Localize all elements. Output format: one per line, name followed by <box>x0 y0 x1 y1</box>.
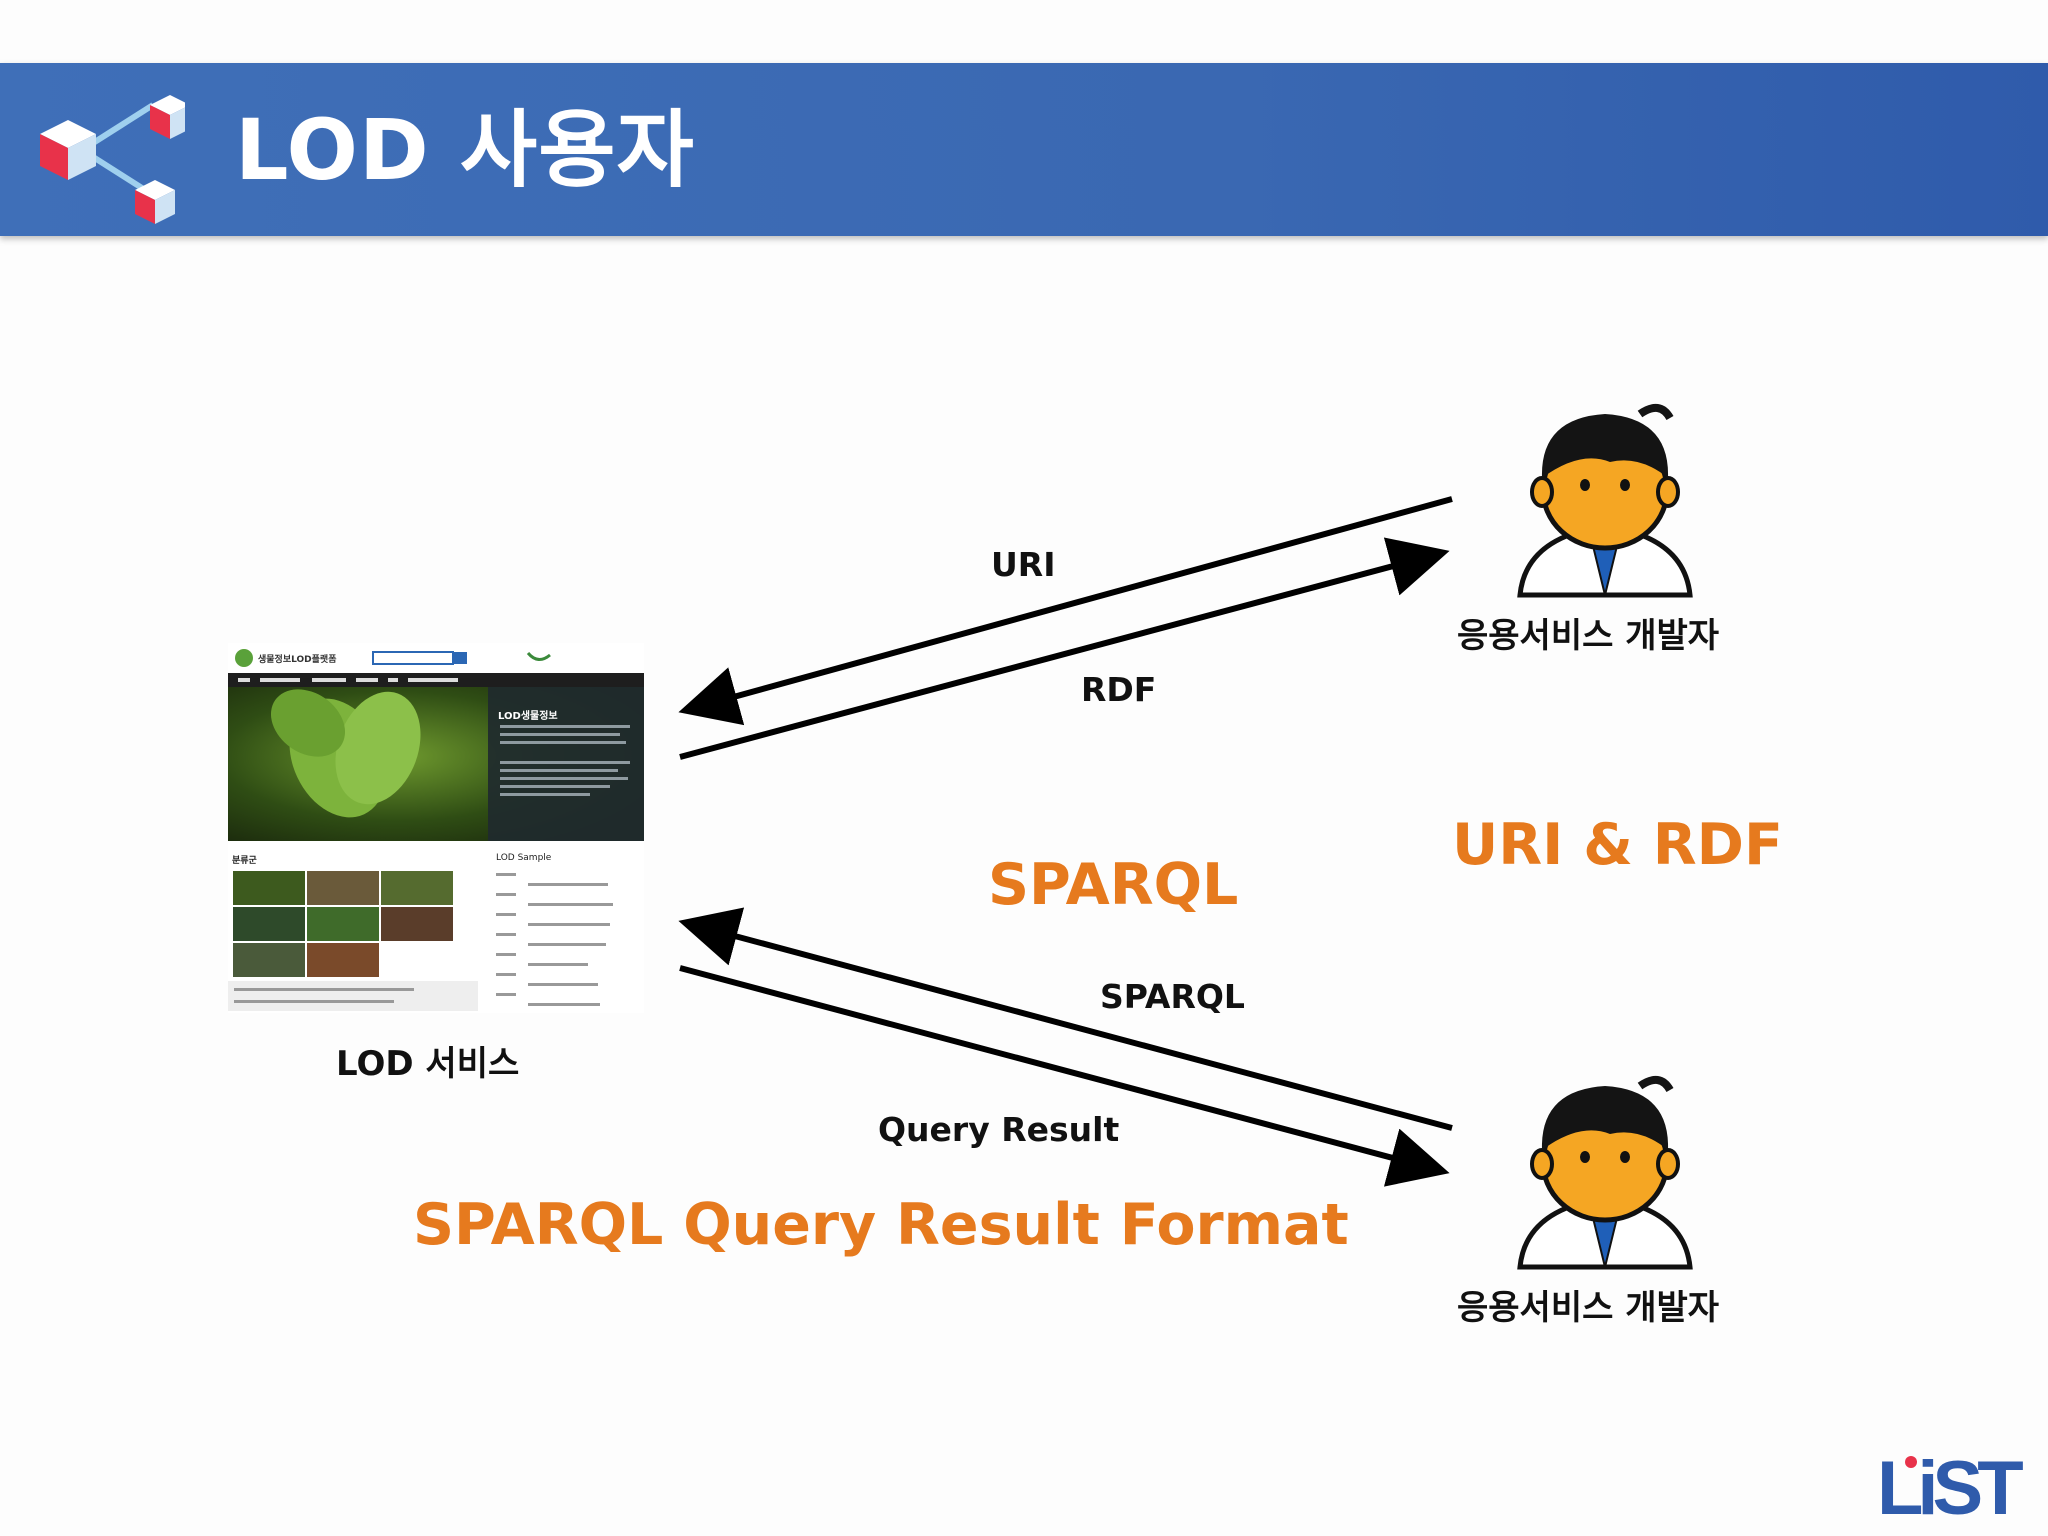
developer-label-top: 응용서비스 개발자 <box>1457 616 1720 656</box>
page-title: LOD 사용자 <box>235 101 695 199</box>
site-side-title: LOD생물정보 <box>498 711 558 722</box>
developer-person-icon <box>1517 1076 1693 1270</box>
slide-header: LOD 사용자 <box>0 63 2048 236</box>
uri-arrow <box>678 496 1453 726</box>
sparql-caption: SPARQL <box>988 852 1239 918</box>
site-right-section: LOD Sample <box>496 853 552 863</box>
rdf-arrow <box>679 537 1450 760</box>
uri-rdf-caption: URI & RDF <box>1452 812 1783 878</box>
lod-service-label: LOD 서비스 <box>336 1044 520 1084</box>
developer-person-icon <box>1517 404 1693 598</box>
lod-service-screenshot: 생물정보LOD플랫폼 LOD생물정보 분류군 LOD Sample <box>228 643 644 1013</box>
sparql-query-result-format-caption: SPARQL Query Result Format <box>413 1192 1349 1258</box>
uri-label: URI <box>991 545 1056 584</box>
network-cubes-icon <box>40 95 185 224</box>
site-logo-text: 생물정보LOD플랫폼 <box>258 655 337 665</box>
site-left-section: 분류군 <box>232 856 257 866</box>
sparql-arrow <box>678 907 1453 1131</box>
rdf-label: RDF <box>1081 670 1157 709</box>
sparql-label: SPARQL <box>1100 977 1245 1016</box>
query-result-arrow <box>679 965 1450 1187</box>
query-result-label: Query Result <box>878 1110 1120 1149</box>
list-logo: LiST <box>1877 1450 2029 1522</box>
developer-label-bottom: 응용서비스 개발자 <box>1457 1288 1720 1328</box>
list-logo-text: LiST <box>1877 1450 2023 1522</box>
